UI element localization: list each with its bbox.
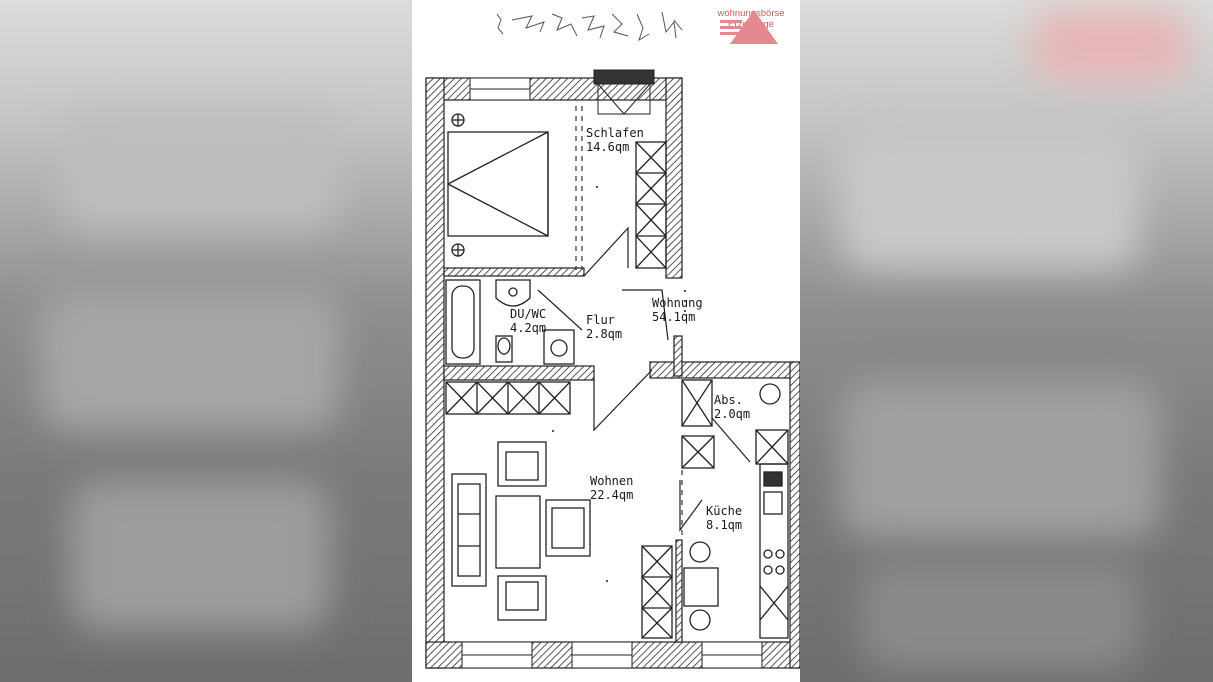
room-label-wohnen: Wohnen 22.4qm	[590, 474, 633, 502]
bed	[447, 113, 549, 257]
room-label-abs: Abs. 2.0qm	[714, 393, 750, 421]
blurred-background-right	[800, 0, 1213, 682]
grid-dots	[552, 186, 686, 582]
logo-line-1: wohnungsbörse	[717, 8, 785, 19]
room-name: Küche	[706, 504, 743, 518]
floor-plan-drawing	[425, 11, 800, 669]
room-area: 14.6qm	[586, 140, 630, 154]
room-name: Schlafen	[586, 126, 644, 140]
storage-shelves	[681, 379, 789, 469]
cabinet-living-right	[641, 545, 673, 639]
room-area: 2.0qm	[714, 407, 751, 421]
windows	[461, 69, 763, 669]
room-label-schlafen: Schlafen 14.6qm	[586, 126, 644, 154]
room-label-duwc: DU/WC 4.2qm	[510, 307, 546, 335]
dashed-divider	[575, 106, 683, 540]
scribbled-header	[496, 11, 683, 42]
kitchen-table	[683, 541, 719, 631]
company-logo: wohnungsbörse Erzgebirge Inh. Manuela He…	[706, 8, 796, 44]
blurred-background-left	[0, 0, 412, 682]
balcony-door	[597, 83, 651, 115]
room-name: Wohnen	[590, 474, 634, 488]
wardrobe-living	[445, 381, 571, 415]
room-area: 2.8qm	[586, 327, 623, 341]
floor-plan: wohnungsbörse Erzgebirge Inh. Manuela He…	[412, 0, 800, 682]
room-name: DU/WC	[510, 307, 547, 321]
room-area: 54.1qm	[652, 310, 696, 324]
logo-triangle-icon	[720, 10, 778, 44]
room-name: Flur	[586, 313, 615, 327]
room-label-wohnung: Wohnung 54.1qm	[652, 296, 703, 324]
bathroom-fixtures	[445, 279, 575, 365]
wardrobe-bedroom	[635, 141, 667, 269]
kitchen-counter	[759, 463, 789, 639]
room-name: Abs.	[714, 393, 743, 407]
room-area: 22.4qm	[590, 488, 634, 502]
room-name: Wohnung	[652, 296, 703, 310]
room-label-kueche: Küche 8.1qm	[706, 504, 742, 532]
room-area: 8.1qm	[706, 518, 743, 532]
room-label-flur: Flur 2.8qm	[586, 313, 622, 341]
doors	[537, 226, 751, 532]
room-area: 4.2qm	[510, 321, 547, 335]
living-furniture	[451, 441, 591, 621]
